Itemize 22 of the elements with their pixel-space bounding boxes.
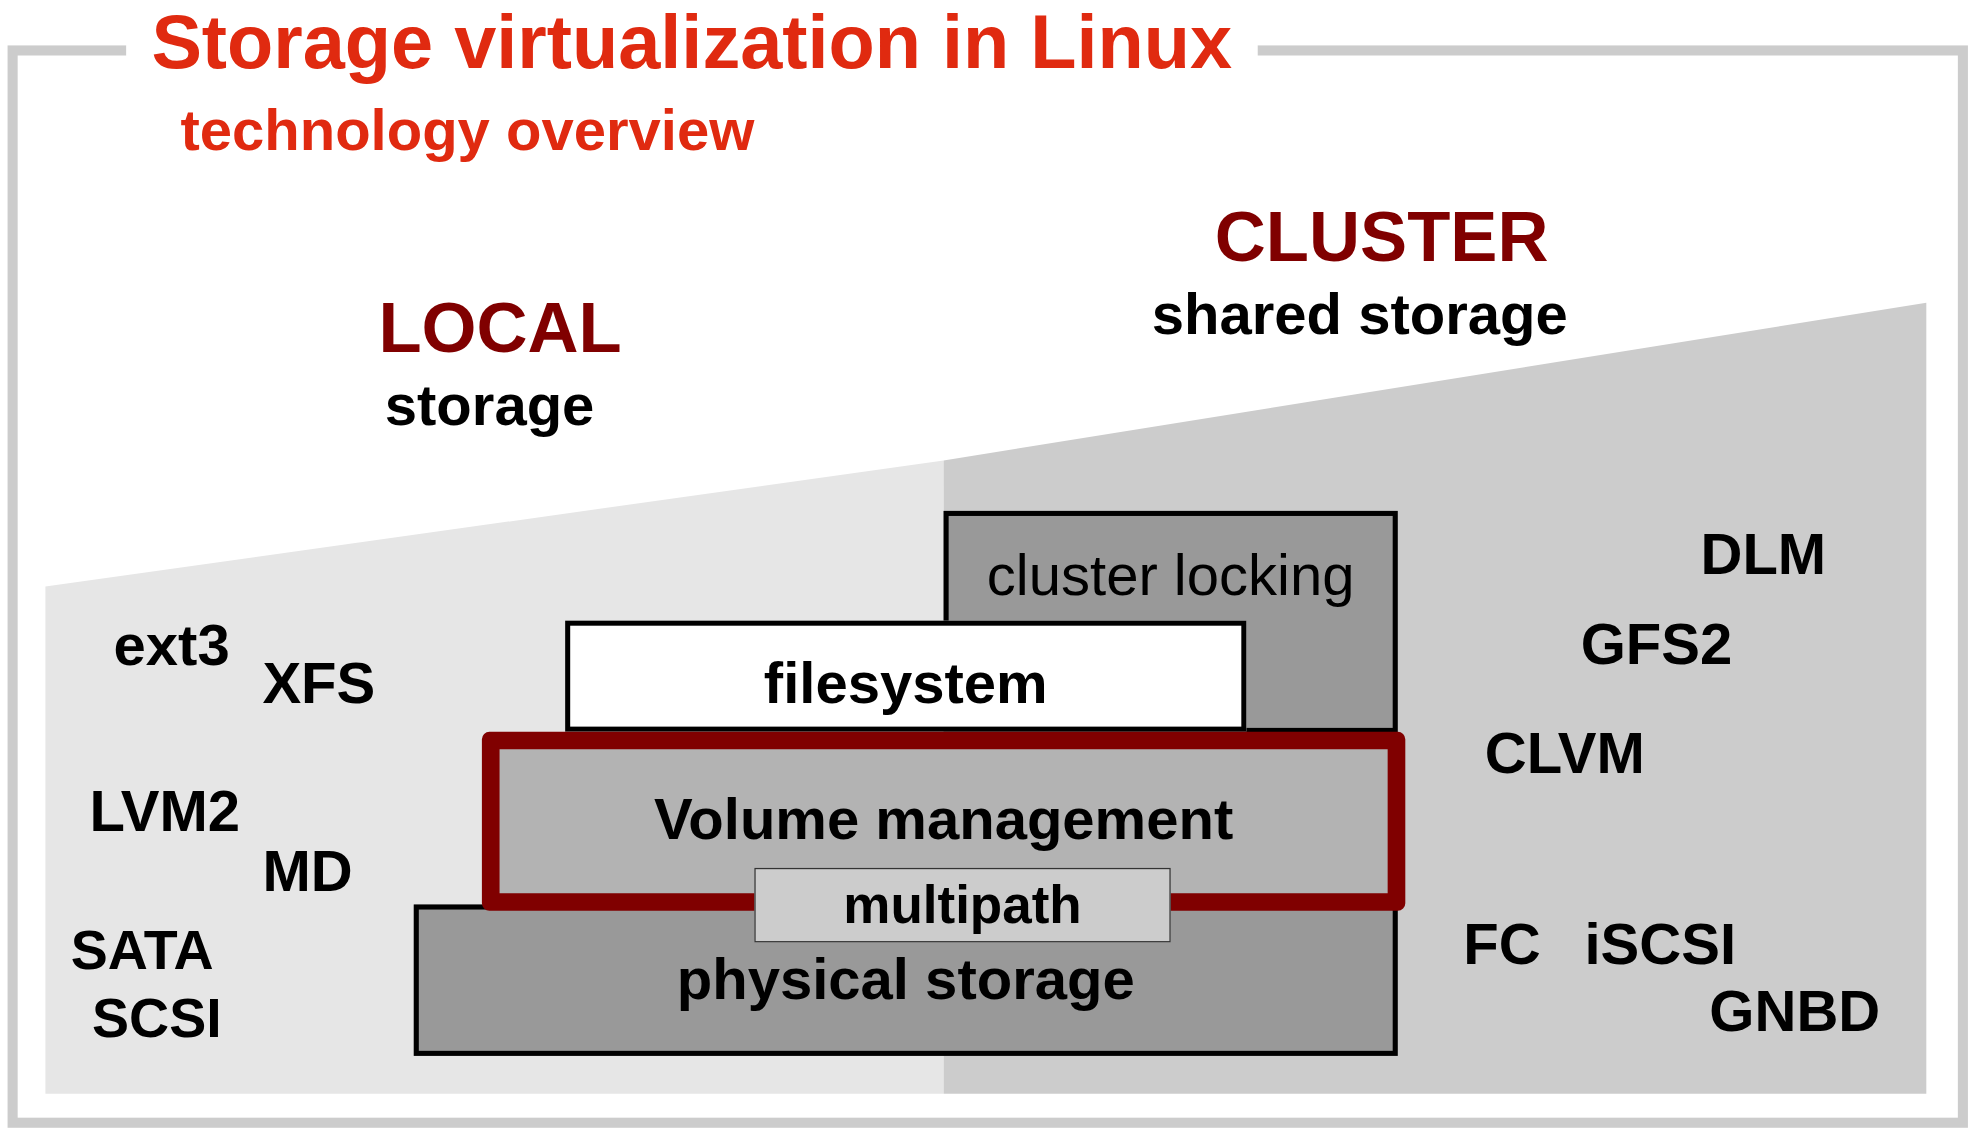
section-heading: CLUSTER — [1214, 201, 1549, 273]
technology-label: LVM2 — [89, 782, 241, 841]
technology-label: DLM — [1700, 524, 1827, 583]
technology-label: MD — [262, 841, 353, 900]
technology-label: iSCSI — [1584, 914, 1736, 973]
layer-label: physical storage — [676, 947, 1135, 1012]
technology-label: GFS2 — [1580, 614, 1733, 673]
layer-label: filesystem — [763, 650, 1048, 715]
section-subheading: shared storage — [1151, 285, 1568, 344]
technology-label: CLVM — [1484, 724, 1645, 783]
technology-label: ext3 — [113, 615, 230, 674]
technology-label: SATA — [70, 922, 214, 978]
layer-label: cluster locking — [986, 543, 1355, 608]
layer-label: Volume management — [653, 787, 1234, 851]
technology-label: GNBD — [1709, 981, 1881, 1040]
technology-label: XFS — [262, 653, 376, 712]
technology-label: FC — [1463, 914, 1541, 973]
section-heading: LOCAL — [378, 292, 622, 364]
layer-label: multipath — [843, 876, 1082, 935]
layer-box — [754, 867, 1171, 943]
technology-label: SCSI — [92, 990, 222, 1046]
layer-box — [565, 620, 1247, 732]
